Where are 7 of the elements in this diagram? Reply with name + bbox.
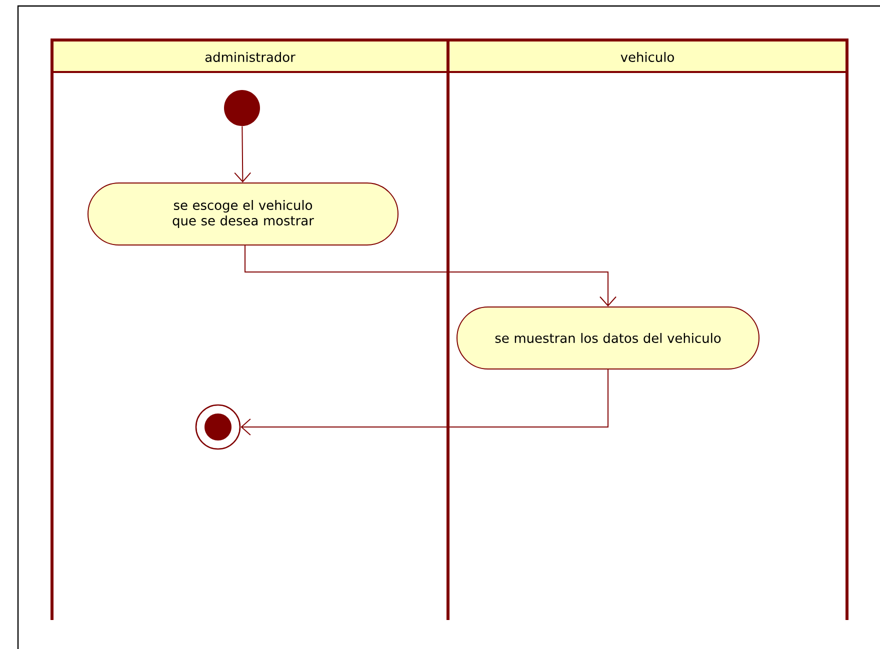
action-box: se escoge el vehiculo que se desea mostrar [88, 182, 398, 246]
arrow [234, 126, 252, 182]
end-node [195, 404, 241, 450]
start-node [224, 90, 260, 126]
arrow [244, 245, 616, 306]
action-box: se muestran los datos del vehiculo [456, 306, 760, 370]
arrow [240, 369, 608, 436]
